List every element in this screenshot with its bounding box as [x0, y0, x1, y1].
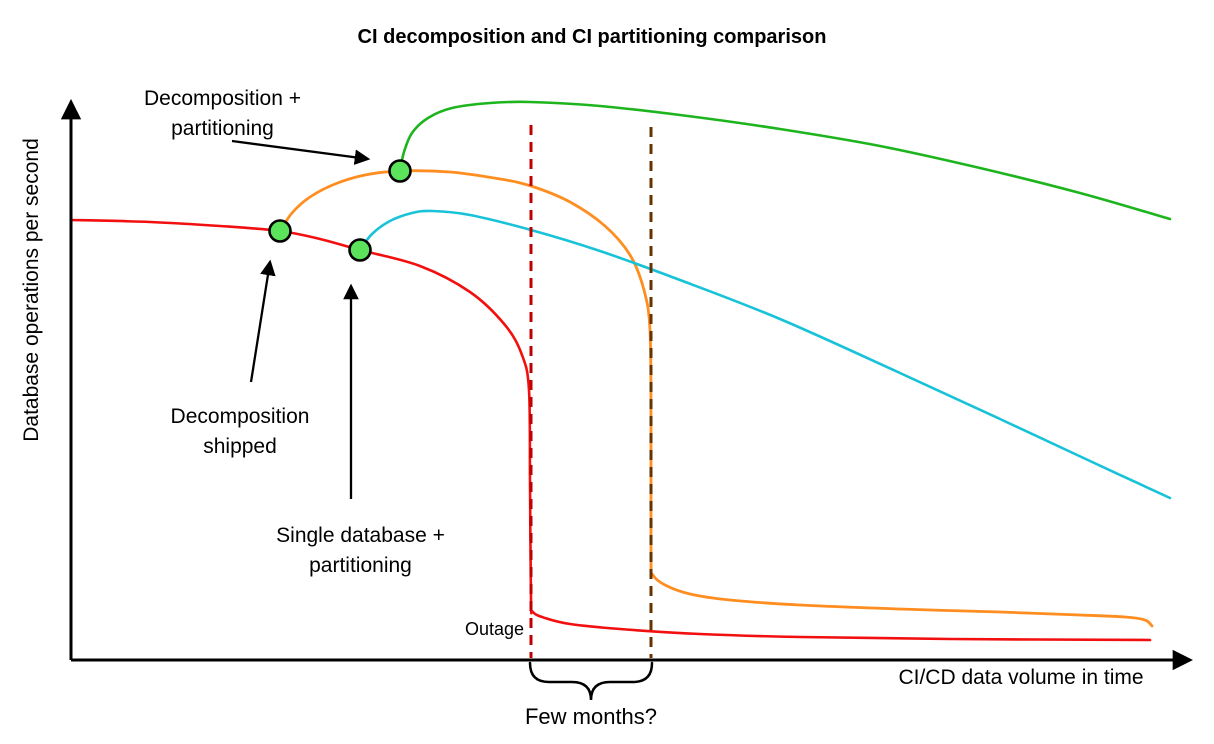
series-single-database — [69, 218, 1152, 642]
branch-point-marker-1 — [268, 219, 292, 243]
branch-point-marker-3 — [388, 159, 412, 183]
outage-label: Outage — [464, 619, 524, 639]
annotation-single-database-partitioning: Single database + partitioning — [276, 524, 445, 577]
series-decomposition-partitioning — [398, 100, 1172, 221]
few-months-label: Few months? — [524, 704, 658, 729]
annotation-arrow-1 — [231, 139, 371, 166]
annotation-decomposition-shipped: Decomposition shipped — [170, 405, 310, 458]
annotation-arrow-2 — [249, 259, 276, 383]
annotation-decomposition-partitioning: Decomposition + partitioning — [144, 87, 301, 140]
branch-point-marker-2 — [348, 238, 372, 262]
x-axis-label: CI/CD data volume in time — [898, 666, 1144, 689]
y-axis-label: Database operations per second — [20, 138, 43, 442]
series-decomposition — [278, 169, 1154, 628]
series-single-database-partitioning — [358, 209, 1172, 500]
few-months-brace — [528, 661, 654, 701]
chart-title: CI decomposition and CI partitioning com… — [357, 26, 827, 48]
